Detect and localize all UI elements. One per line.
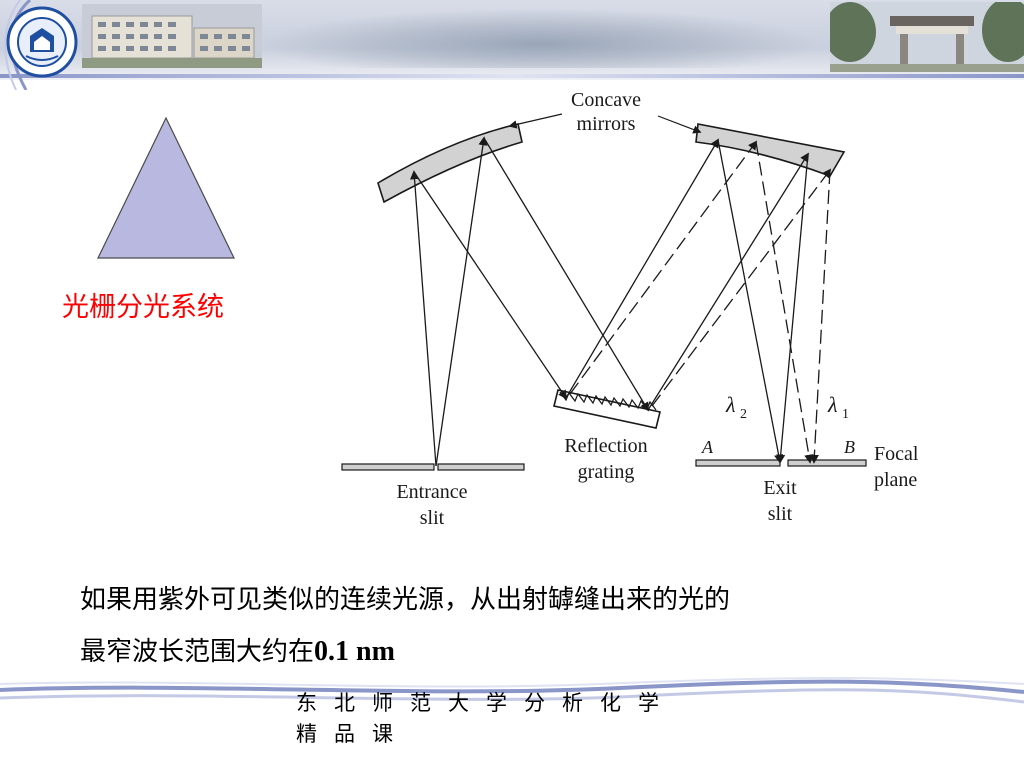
- light-rays: [410, 136, 832, 467]
- grating-monochromator-diagram: Concave mirrors Reflection grating Entra…: [341, 89, 919, 529]
- reflection-grating: [553, 389, 661, 429]
- lambda1-subscript: 1: [842, 407, 849, 422]
- reflection-grating-label-line2: grating: [578, 461, 635, 483]
- footer-wave-decoration: [0, 677, 1024, 704]
- campus-gate-photo: [830, 2, 1024, 72]
- footer-line-1: 东北师范大学分析化学: [296, 691, 676, 715]
- lambda2-subscript: 2: [740, 407, 747, 422]
- caption-text: 如果用紫外可见类似的连续光源，从出射罅缝出来的光的 最窄波长范围大约在0.1 n…: [80, 574, 960, 678]
- focal-plane-label-line2: plane: [874, 469, 917, 491]
- exit-slit: [695, 459, 867, 467]
- entrance-slit: [341, 463, 525, 471]
- university-seal-logo: [6, 6, 78, 78]
- point-a-label: A: [701, 437, 714, 457]
- caption-line-2-text: 最窄波长范围大约在: [80, 637, 315, 667]
- header-divider: [0, 74, 1024, 78]
- reflection-grating-label-line1: Reflection: [564, 435, 647, 457]
- lambda2-symbol: λ: [725, 392, 736, 417]
- grating-system-label: 光栅分光系统: [62, 292, 224, 323]
- entrance-slit-label-line1: Entrance: [396, 481, 467, 503]
- right-concave-mirror: [695, 123, 846, 177]
- concave-mirrors-label-line1: Concave: [571, 89, 641, 111]
- entrance-slit-label-line2: slit: [420, 507, 445, 529]
- footer-line-2: 精品课: [296, 722, 410, 746]
- focal-plane-label-line1: Focal: [874, 443, 919, 465]
- mirror-pointer-arrows: [508, 113, 702, 134]
- wavelength-range-value: 0.1 nm: [314, 636, 395, 667]
- exit-slit-label-line2: slit: [768, 503, 793, 525]
- triangle-shape: [97, 116, 235, 259]
- caption-line-1: 如果用紫外可见类似的连续光源，从出射罅缝出来的光的: [80, 585, 731, 615]
- lambda1-symbol: λ: [827, 392, 838, 417]
- campus-building-photo: [82, 4, 262, 68]
- footer-course-title: 东北师范大学分析化学 精品课: [296, 688, 816, 750]
- exit-slit-label-line1: Exit: [763, 477, 797, 499]
- header-haze: [260, 8, 820, 68]
- left-concave-mirror: [377, 123, 523, 204]
- caption-line-2: 最窄波长范围大约在0.1 nm: [80, 626, 960, 678]
- concave-mirrors-label-line2: mirrors: [577, 113, 636, 135]
- point-b-label: B: [844, 437, 855, 457]
